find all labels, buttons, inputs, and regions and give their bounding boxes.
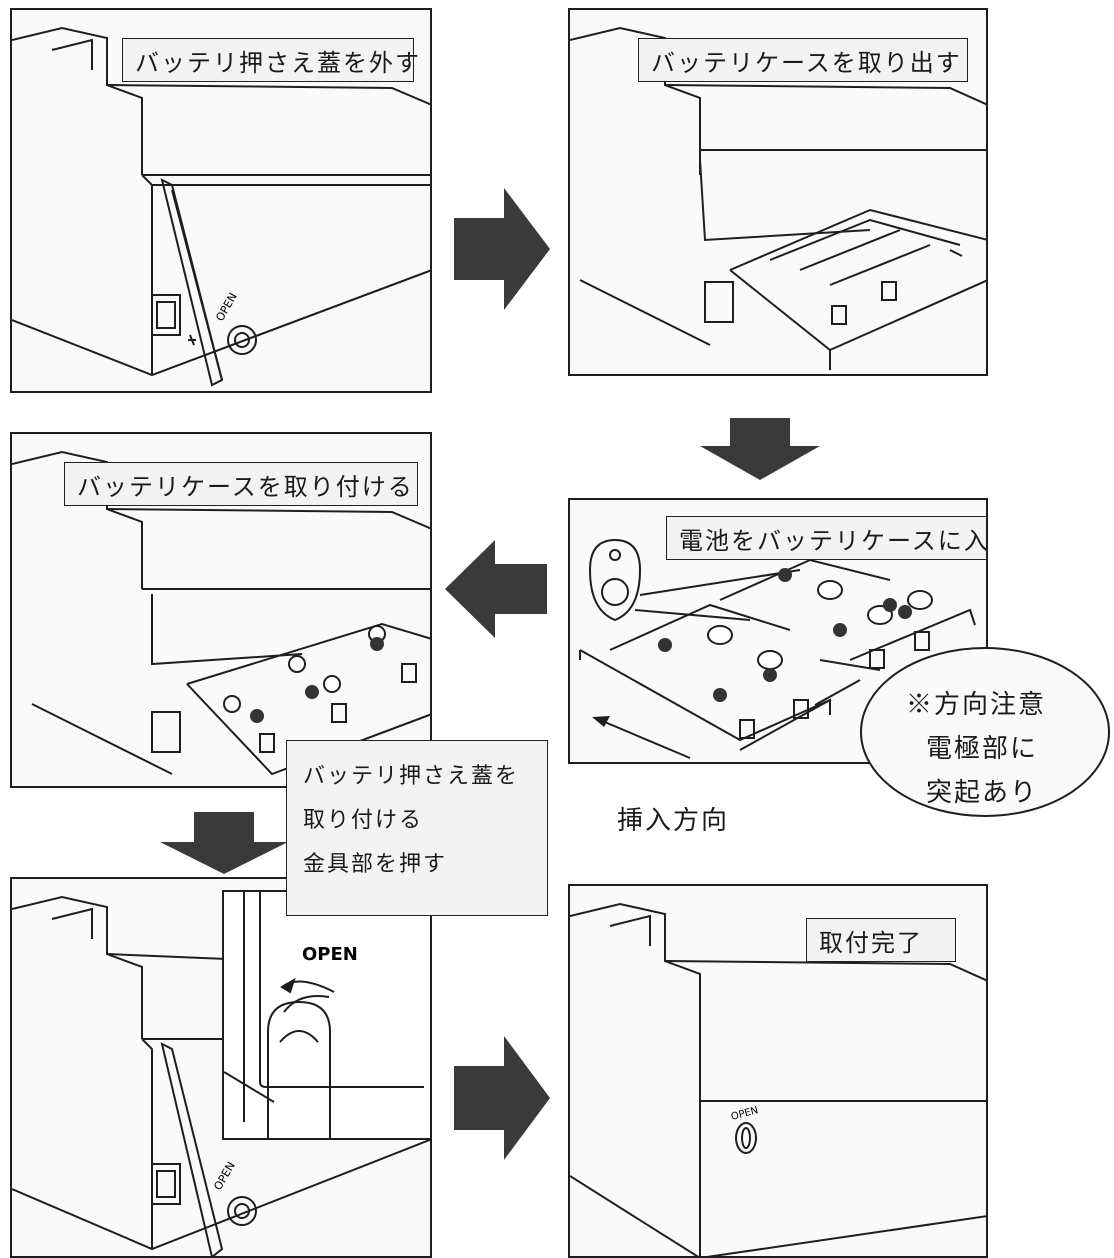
arrow-left-icon — [445, 540, 547, 638]
step-5-line-2: 取り付ける — [303, 808, 424, 833]
step-1-label: バッテリ押さえ蓋を外す — [122, 38, 419, 82]
step-5-line-3: 金具部を押す — [303, 852, 448, 877]
step-2-label: バッテリケースを取り出す — [638, 38, 968, 82]
illustration-insert-batteries — [579, 538, 976, 759]
callout-line-2: 電極部に — [926, 734, 1039, 764]
arrow-right-icon — [454, 188, 550, 310]
step-6-label: 取付完了 — [806, 918, 956, 962]
open-mark: OPEN — [211, 1160, 238, 1193]
thumb-press-illustration: OPEN — [224, 892, 424, 1138]
illustration-attach-cover: OPEN — [12, 895, 430, 1256]
illustration-remove-cover: OPEN — [12, 26, 430, 387]
callout-line-3: 突起あり — [926, 778, 1039, 808]
callout-line-1: ※方向注意 — [906, 690, 1047, 720]
step-5-label: バッテリ押さえ蓋を 取り付ける 金具部を押す — [286, 740, 548, 916]
illustration-install-complete: OPEN — [570, 902, 986, 1256]
open-mark: OPEN — [730, 1105, 760, 1123]
open-latch-inset: OPEN — [222, 890, 432, 1140]
panel-step-1: OPEN バッテリ押さえ蓋を外す — [10, 8, 432, 393]
open-mark: OPEN — [213, 291, 240, 324]
panel-step-6: OPEN 取付完了 — [568, 884, 988, 1258]
step-4-label: バッテリケースを取り付ける — [64, 462, 418, 506]
panel-step-2: バッテリケースを取り出す — [568, 8, 988, 376]
arrow-down-icon — [700, 418, 820, 480]
panel-step-4: バッテリケースを取り付ける — [10, 432, 432, 788]
arrow-right-icon — [454, 1036, 550, 1160]
illustration-install-case — [12, 450, 430, 776]
insert-direction-label: 挿入方向 — [617, 806, 730, 836]
open-mark: OPEN — [302, 944, 358, 965]
step-5-line-1: バッテリ押さえ蓋を — [303, 764, 520, 789]
illustration-take-out-case — [570, 26, 986, 370]
step-3-label: 電池をバッテリケースに入れる — [666, 516, 986, 560]
arrow-down-icon — [160, 812, 288, 874]
panel-step-3: 電池をバッテリケースに入れる — [568, 498, 988, 764]
caution-callout-bubble — [860, 647, 1110, 817]
